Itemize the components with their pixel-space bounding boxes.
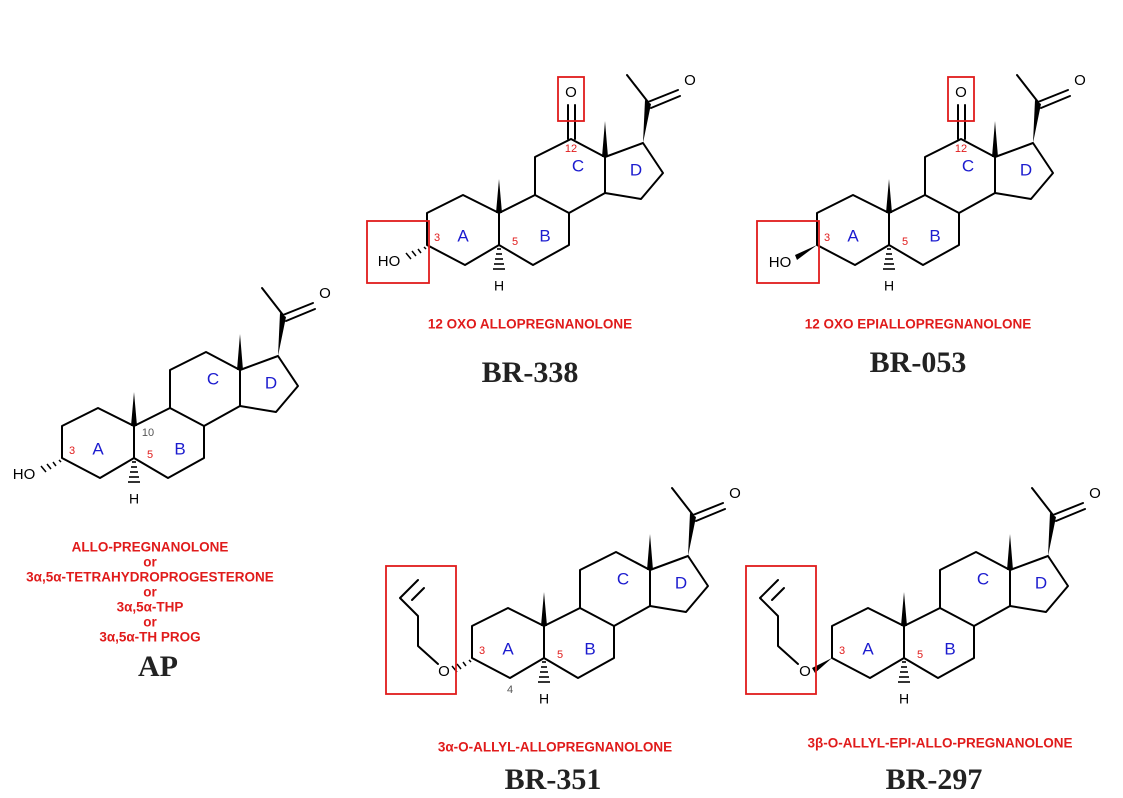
position-label-5: 5: [147, 449, 153, 461]
ring-label-a: A: [92, 439, 104, 458]
ring-label-d: D: [675, 573, 687, 592]
compound-name: ALLO-PREGNANOLONE: [72, 540, 229, 555]
position-label-3: 3: [839, 645, 845, 657]
ring-label-a: A: [847, 226, 859, 245]
compound-ap: HO H O A B C D 3 5 10: [13, 285, 331, 507]
hydrogen-label: H: [539, 691, 549, 707]
compound-br-297: O H O A B C D 3 5: [745, 485, 1101, 707]
position-label-3: 3: [824, 232, 830, 244]
compound-code: BR-338: [482, 356, 579, 389]
position-label-3: 3: [69, 445, 75, 457]
hydroxyl-label: HO: [769, 254, 792, 271]
ring-label-c: C: [962, 156, 974, 175]
position-label-5: 5: [917, 649, 923, 661]
hydrogen-label: H: [884, 278, 894, 294]
carbonyl-oxygen-label: O: [729, 485, 741, 502]
hydroxyl-label: HO: [13, 466, 36, 483]
carbonyl-oxygen-label: O: [1089, 485, 1101, 502]
position-label-5: 5: [557, 649, 563, 661]
ring-label-b: B: [584, 639, 595, 658]
compound-ap-names: ALLO-PREGNANOLONE or 3α,5α-TETRAHYDROPRO…: [26, 540, 274, 683]
hydrogen-label: H: [899, 691, 909, 707]
compound-code: AP: [138, 650, 178, 683]
compound-br-053: O HO H O A B C D 3 5 12: [756, 72, 1086, 294]
ring-label-d: D: [1020, 160, 1032, 179]
ring-label-b: B: [929, 226, 940, 245]
allyl-highlight-box: [745, 565, 817, 695]
compound-name-separator: or: [143, 615, 157, 630]
hydroxyl-label: HO: [378, 253, 401, 270]
position-label-5: 5: [512, 236, 518, 248]
position-label-10: 10: [142, 427, 154, 439]
ring-label-a: A: [862, 639, 874, 658]
ether-oxygen-label: O: [799, 663, 811, 680]
ring-label-b: B: [944, 639, 955, 658]
compound-code: BR-053: [870, 346, 967, 379]
ring-label-a: A: [457, 226, 469, 245]
keto-oxygen-label: O: [955, 84, 967, 101]
keto-oxygen-label: O: [565, 84, 577, 101]
hydrogen-label: H: [494, 278, 504, 294]
carbonyl-oxygen-label: O: [319, 285, 331, 302]
ring-label-d: D: [1035, 573, 1047, 592]
compound-name: 3α-O-ALLYL-ALLOPREGNANOLONE: [438, 740, 672, 755]
position-label-5: 5: [902, 236, 908, 248]
compound-name: 12 OXO ALLOPREGNANOLONE: [428, 317, 632, 332]
hydroxyl-highlight-box: [756, 220, 820, 284]
ring-label-c: C: [207, 369, 219, 388]
ring-label-b: B: [539, 226, 550, 245]
position-label-12: 12: [565, 143, 577, 155]
ether-oxygen-label: O: [438, 663, 450, 680]
hydroxyl-highlight-box: [366, 220, 430, 284]
compound-name-separator: or: [143, 555, 157, 570]
position-label-4: 4: [507, 684, 513, 696]
carbonyl-oxygen-label: O: [684, 72, 696, 89]
compound-br-351: O H O A B C D 3 5 4: [385, 485, 741, 707]
ring-label-a: A: [502, 639, 514, 658]
compound-name-separator: or: [143, 585, 157, 600]
ring-label-b: B: [174, 439, 185, 458]
ring-label-c: C: [572, 156, 584, 175]
keto-highlight-box: [557, 76, 585, 122]
compound-code: BR-297: [886, 763, 983, 796]
compound-name: 3α,5α-TETRAHYDROPROGESTERONE: [26, 570, 274, 585]
ring-label-c: C: [977, 569, 989, 588]
position-label-3: 3: [434, 232, 440, 244]
ring-label-c: C: [617, 569, 629, 588]
keto-highlight-box: [947, 76, 975, 122]
position-label-12: 12: [955, 143, 967, 155]
compound-name: 3β-O-ALLYL-EPI-ALLO-PREGNANOLONE: [808, 736, 1073, 751]
compound-name: 3α,5α-THP: [117, 600, 184, 615]
carbonyl-oxygen-label: O: [1074, 72, 1086, 89]
allyl-highlight-box: [385, 565, 457, 695]
compound-br-338: O HO H O A B C D 3 5 12: [366, 72, 696, 294]
compound-code: BR-351: [505, 763, 602, 796]
position-label-3: 3: [479, 645, 485, 657]
compound-name: 3α,5α-TH PROG: [99, 630, 200, 645]
compound-name: 12 OXO EPIALLOPREGNANOLONE: [805, 317, 1032, 332]
ring-label-d: D: [630, 160, 642, 179]
ring-label-d: D: [265, 373, 277, 392]
hydrogen-label: H: [129, 491, 139, 507]
